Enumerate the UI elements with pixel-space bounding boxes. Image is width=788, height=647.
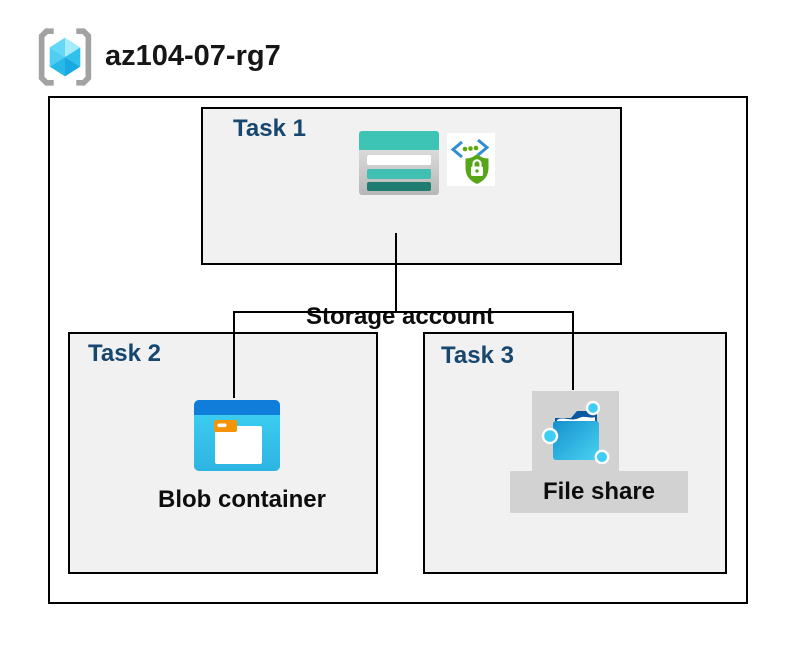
resource-group-icon <box>38 28 92 86</box>
task3-label: Task 3 <box>441 342 514 369</box>
secure-endpoint-icon <box>447 133 495 186</box>
shield-lock-icon <box>465 154 489 184</box>
bracket-left <box>38 28 54 86</box>
bracket-right <box>76 28 92 86</box>
connector-to-blob-line <box>233 311 235 398</box>
blob-container-label: Blob container <box>157 486 326 513</box>
file-share-label: File share <box>510 471 688 513</box>
storage-account-icon <box>359 131 439 195</box>
connector-to-fileshare-line <box>572 311 574 390</box>
folder-glyph <box>214 420 262 464</box>
task1-label: Task 1 <box>233 115 306 142</box>
share-nodes <box>541 400 610 464</box>
connector-branch-line <box>234 311 574 313</box>
chevron-right-icon <box>477 138 490 157</box>
open-folder-glyph <box>553 411 599 460</box>
blob-container-icon <box>194 400 280 471</box>
task1-box: Task 1 <box>201 107 622 330</box>
task2-label: Task 2 <box>88 340 161 367</box>
cube-glyph <box>49 37 81 77</box>
resource-group-name: az104-07-rg7 <box>105 40 281 72</box>
chevron-left-icon <box>450 140 463 159</box>
file-share-icon <box>541 400 610 464</box>
connector-storage-stem-line <box>395 233 397 313</box>
task3-box: Task 3 <box>423 332 727 574</box>
file-share-icon-panel <box>532 391 619 471</box>
storage-account-label: Storage account <box>305 303 495 330</box>
task2-box: Task 2 Blob container <box>68 332 378 574</box>
